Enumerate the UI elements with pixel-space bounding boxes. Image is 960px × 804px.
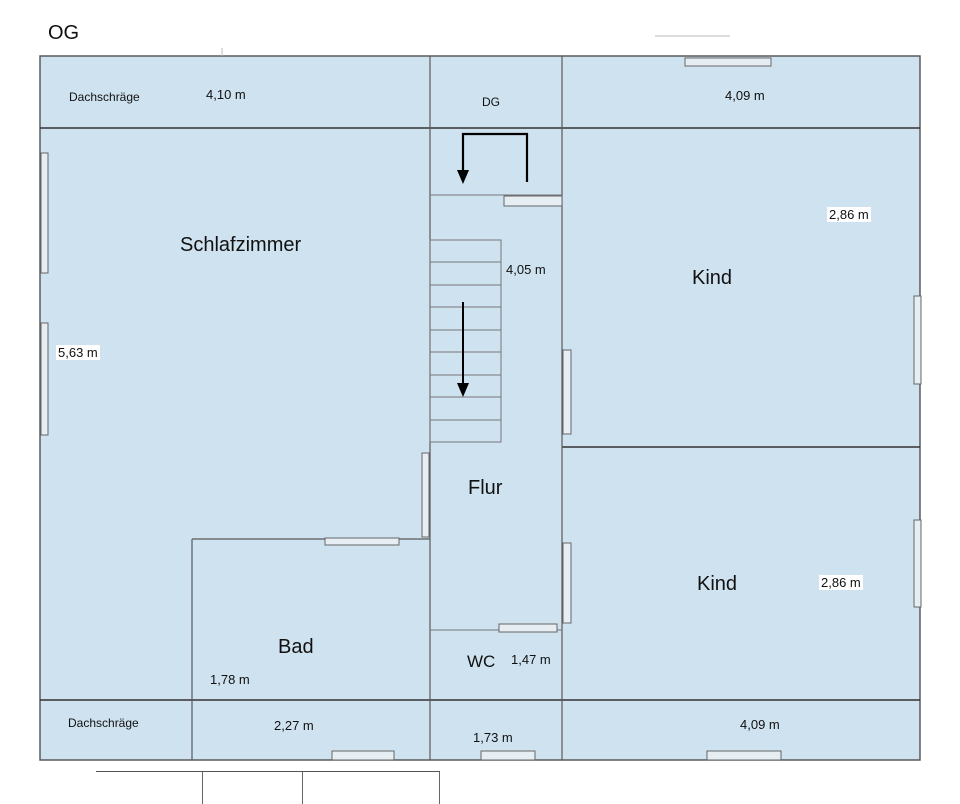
staircase bbox=[429, 239, 502, 443]
bad-label: Bad bbox=[278, 636, 314, 658]
wc-measure: 1,47 m bbox=[511, 652, 551, 667]
wc-label: WC bbox=[467, 652, 496, 671]
window-bottom-bad bbox=[331, 750, 395, 761]
kind-upper-label: Kind bbox=[692, 267, 733, 289]
building-outline bbox=[39, 55, 921, 761]
floor-title: OG bbox=[48, 22, 80, 44]
dachschraege-top-label: Dachschräge bbox=[69, 90, 140, 104]
door-kind-lower bbox=[562, 542, 572, 624]
schlafzimmer-measure: 5,63 m bbox=[56, 345, 100, 360]
stair-measure: 4,05 m bbox=[506, 262, 546, 277]
schlafzimmer-label: Schlafzimmer bbox=[180, 234, 302, 256]
bad-measure: 1,78 m bbox=[210, 672, 250, 687]
dg-label: DG bbox=[482, 95, 500, 109]
bottom-middle-measure: 1,73 m bbox=[473, 730, 513, 745]
windows bbox=[40, 57, 922, 761]
door-kind-upper bbox=[562, 349, 572, 435]
window-schlaf-upper bbox=[40, 152, 49, 274]
window-kind-lower bbox=[913, 519, 922, 608]
stair-arrow-main-head bbox=[457, 383, 469, 397]
kind-upper-measure: 2,86 m bbox=[827, 207, 871, 222]
window-kind-upper bbox=[913, 295, 922, 385]
window-bottom-middle bbox=[480, 750, 536, 761]
door-wc bbox=[498, 623, 558, 633]
window-top-right bbox=[684, 57, 772, 67]
window-bottom-right bbox=[706, 750, 782, 761]
stair-arrow-top bbox=[461, 132, 529, 182]
flur-label: Flur bbox=[468, 477, 503, 499]
door-schlaf bbox=[421, 452, 430, 538]
top-right-measure: 4,09 m bbox=[725, 88, 765, 103]
dachschraege-top-measure: 4,10 m bbox=[206, 87, 246, 102]
bottom-right-measure: 4,09 m bbox=[740, 717, 780, 732]
door-landing bbox=[503, 195, 563, 207]
window-schlaf-lower bbox=[40, 322, 49, 436]
bottom-bad-measure: 2,27 m bbox=[274, 718, 314, 733]
kind-lower-measure: 2,86 m bbox=[819, 575, 863, 590]
kind-lower-label: Kind bbox=[697, 573, 738, 595]
dachschraege-bottom-label: Dachschräge bbox=[68, 716, 139, 730]
door-bad bbox=[324, 537, 400, 546]
top-marks bbox=[221, 35, 730, 56]
stair-arrow-top-head bbox=[457, 170, 469, 184]
bottom-edge-strip bbox=[96, 771, 440, 804]
